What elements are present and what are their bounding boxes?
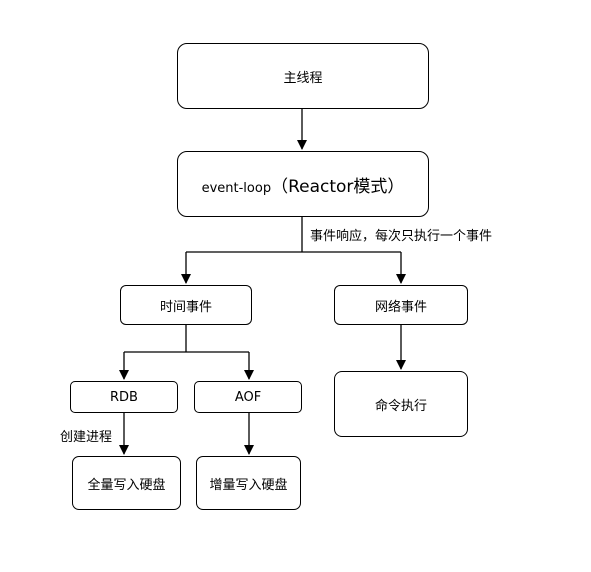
edge-label-event-note: 事件响应，每次只执行一个事件 xyxy=(310,229,493,244)
node-main-thread: 主线程 xyxy=(177,43,429,109)
node-network-events: 网络事件 xyxy=(334,285,468,325)
node-event-loop-prefix: event-loop xyxy=(201,180,272,196)
node-aof: AOF xyxy=(194,381,302,413)
node-event-loop-label: event-loop（Reactor模式） xyxy=(202,172,405,197)
node-incremental-write-label: 增量写入硬盘 xyxy=(209,477,288,493)
node-event-loop: event-loop（Reactor模式） xyxy=(177,151,429,217)
edge-label-fork-process: 创建进程 xyxy=(60,430,113,445)
node-network-events-label: 网络事件 xyxy=(374,299,427,315)
node-rdb: RDB xyxy=(70,381,178,413)
node-command-exec-label: 命令执行 xyxy=(374,398,427,414)
node-full-write-label: 全量写入硬盘 xyxy=(87,477,166,493)
node-full-write: 全量写入硬盘 xyxy=(72,456,181,510)
node-command-exec: 命令执行 xyxy=(334,371,468,437)
node-rdb-label: RDB xyxy=(110,389,138,405)
node-time-events-label: 时间事件 xyxy=(159,299,212,315)
node-event-loop-suffix: （Reactor模式） xyxy=(271,176,405,197)
node-aof-label: AOF xyxy=(234,389,262,405)
node-main-thread-label: 主线程 xyxy=(283,70,323,86)
node-time-events: 时间事件 xyxy=(120,285,252,325)
node-incremental-write: 增量写入硬盘 xyxy=(196,456,301,510)
